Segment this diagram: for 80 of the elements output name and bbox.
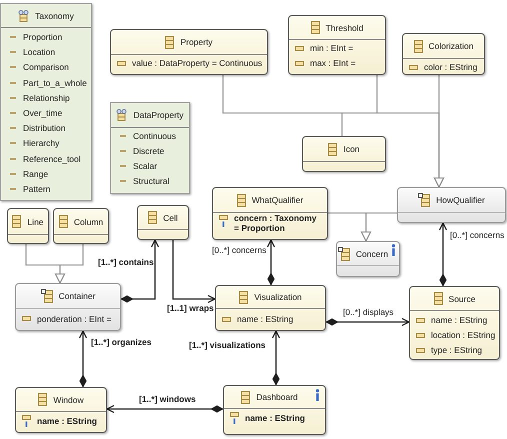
edge-label: [1..*] contains xyxy=(98,257,154,267)
attribute-text: min : EInt = xyxy=(310,43,354,53)
literal-text: Comparison xyxy=(23,62,69,72)
attribute-text: name : EString xyxy=(431,315,488,325)
class-box xyxy=(137,205,189,240)
enum-box xyxy=(0,3,92,201)
class-box xyxy=(212,187,328,240)
literal-text: Proportion xyxy=(23,32,62,42)
edge-label: [1..*] organizes xyxy=(91,337,152,347)
class-box xyxy=(110,29,268,75)
class-name: Icon xyxy=(343,144,360,154)
attribute-text: max : EInt = xyxy=(310,58,356,68)
enum-box xyxy=(110,102,190,194)
enum-name: DataProperty xyxy=(133,110,184,120)
class-name: HowQualifier xyxy=(436,195,485,205)
composition-arrow xyxy=(78,330,88,388)
edge-label: [0..*] concerns xyxy=(450,230,504,240)
literal-text: Distribution xyxy=(23,123,66,134)
literal-text: Range xyxy=(23,168,48,179)
generalization-arrow xyxy=(55,244,84,284)
literal-text: Location xyxy=(23,47,56,58)
enum-name: Taxonomy xyxy=(35,10,74,20)
composition-arrow xyxy=(106,404,224,414)
composition-arrow xyxy=(272,330,280,386)
attribute-text: ponderation : EInt = xyxy=(37,314,112,324)
composition-arrow xyxy=(438,222,448,286)
class-name: Property xyxy=(180,37,213,47)
class-box xyxy=(409,286,500,360)
literal-text: Scalar xyxy=(133,161,158,171)
class-box xyxy=(215,285,326,331)
attribute-text: type : EString xyxy=(431,345,482,355)
class-name: Container xyxy=(58,291,96,301)
class-box xyxy=(302,136,386,172)
attribute-text: location : EString xyxy=(431,330,496,340)
reference-arrow xyxy=(172,240,216,304)
class-name: Source xyxy=(448,294,476,304)
literal-text: Relationship xyxy=(23,92,70,103)
class-name: Colorization xyxy=(428,41,474,51)
class-name: Window xyxy=(53,394,84,404)
edge-label: [1..*] visualizations xyxy=(189,340,266,350)
generalization-arrow xyxy=(361,212,397,242)
class-box xyxy=(7,208,49,244)
class-name: Line xyxy=(27,216,44,226)
edge-label: [0..*] displays xyxy=(343,307,394,317)
attribute-text: name : EString xyxy=(37,416,97,426)
class-name: Concern xyxy=(356,248,388,258)
composition-arrow xyxy=(120,239,160,303)
class-name: Threshold xyxy=(326,22,364,32)
attribute-text: name : EString xyxy=(237,314,294,324)
class-name: Dashboard xyxy=(256,392,298,402)
class-name: WhatQualifier xyxy=(252,195,304,205)
class-box xyxy=(15,387,107,433)
class-box xyxy=(336,241,400,277)
literal-text: Over_time xyxy=(23,108,62,118)
edge-label: [1..*] windows xyxy=(139,394,196,404)
attribute-text: concern : Taxonomy = Proportion xyxy=(234,214,318,233)
class-name: Visualization xyxy=(254,292,302,302)
attribute-text: name : EString xyxy=(245,413,305,423)
composition-arrow xyxy=(266,239,276,286)
literal-text: Continuous xyxy=(133,131,176,141)
class-name: Cell xyxy=(163,212,178,222)
composition-arrow xyxy=(326,318,410,326)
attribute-text: value : DataProperty = Continuous xyxy=(132,58,262,68)
class-box xyxy=(223,385,326,435)
class-box xyxy=(397,187,506,223)
literal-text: Hierarchy xyxy=(23,138,60,148)
class-box xyxy=(402,33,485,75)
edge-label: [0..*] concerns xyxy=(212,245,266,255)
attribute-text: color : EString xyxy=(424,62,478,72)
literal-text: Reference_tool xyxy=(23,154,81,164)
generalization-arrow xyxy=(434,75,444,188)
class-box xyxy=(15,283,121,331)
class-box xyxy=(53,208,109,244)
literal-text: Pattern xyxy=(23,184,50,194)
literal-text: Structural xyxy=(133,176,170,186)
literal-text: Part_to_a_whole xyxy=(23,78,87,88)
class-box xyxy=(288,15,386,75)
class-name: Column xyxy=(74,216,104,226)
literal-text: Discrete xyxy=(133,146,164,156)
edge-label: [1..1] wraps xyxy=(167,303,214,313)
